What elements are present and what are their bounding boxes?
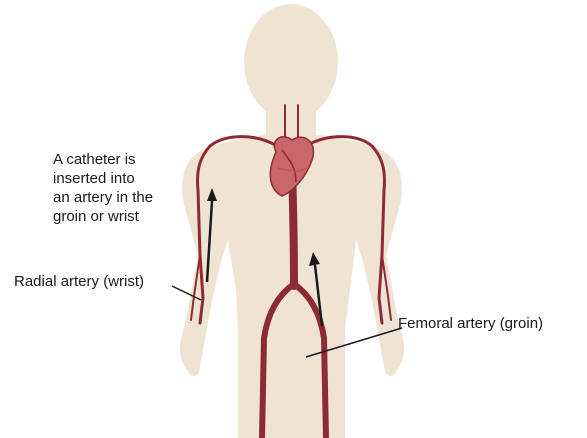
caption-text: A catheter is inserted into an artery in… (53, 150, 293, 226)
radial-artery-label: Radial artery (wrist) (14, 273, 144, 291)
caption-line: groin or wrist (53, 207, 293, 226)
caption-line: an artery in the (53, 188, 293, 207)
femoral-artery-label: Femoral artery (groin) (398, 315, 543, 333)
caption-line: A catheter is (53, 150, 293, 169)
caption-line: inserted into (53, 169, 293, 188)
